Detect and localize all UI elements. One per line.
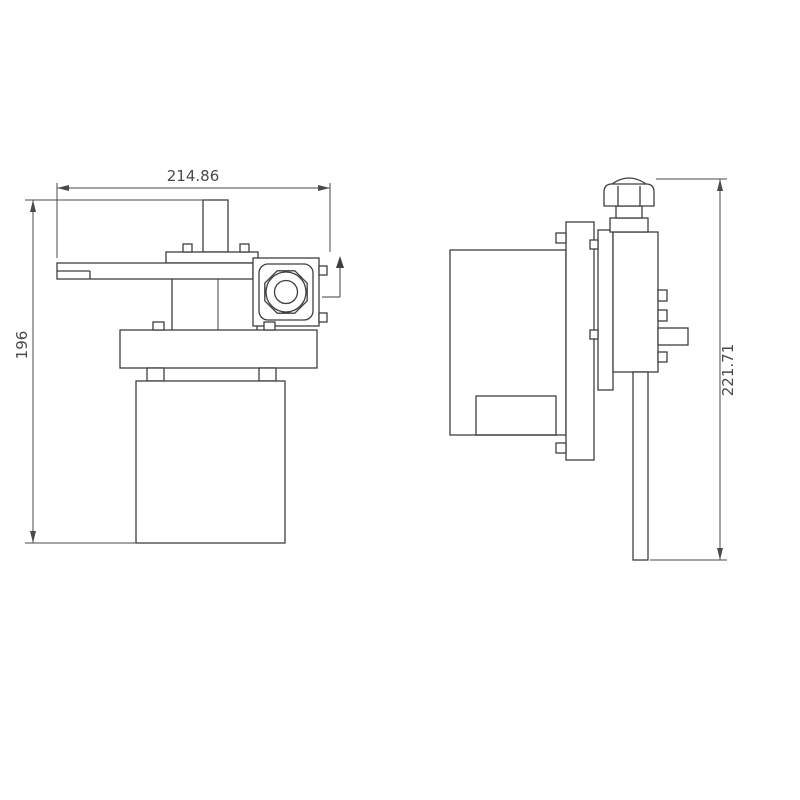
arrowhead-icon — [57, 185, 69, 191]
side-actuator-bar — [632, 371, 649, 561]
side-fitting-neck — [615, 205, 643, 219]
side-body-recess — [475, 395, 557, 436]
side-bracket-plate — [597, 229, 614, 391]
arrowhead-icon — [30, 531, 36, 543]
bolt-icon — [657, 309, 668, 322]
front-gearbox-face — [258, 263, 314, 321]
front-hub-bore-circle — [273, 279, 299, 305]
arrowhead-icon — [717, 548, 723, 560]
side-fitting-base — [609, 217, 649, 233]
bolt-icon — [239, 243, 250, 253]
dimension-width: 214.86 — [56, 167, 331, 258]
side-nut-cap — [611, 177, 647, 185]
front-mount-plate — [165, 251, 259, 264]
front-flange — [119, 329, 318, 369]
bolt-icon — [657, 289, 668, 302]
front-gearbox — [252, 257, 320, 327]
front-hub-nut — [264, 270, 308, 314]
dimension-height-front: 196 — [13, 199, 203, 544]
bolt-icon — [657, 351, 668, 363]
up-arrow-icon — [322, 256, 344, 298]
bolt-icon — [589, 239, 599, 250]
arrowhead-icon — [30, 200, 36, 212]
dimension-width-label: 214.86 — [167, 167, 220, 185]
dimension-height-front-label: 196 — [13, 331, 31, 360]
bolt-icon — [555, 442, 567, 454]
bolt-icon — [318, 312, 328, 323]
bolt-icon — [263, 321, 276, 331]
bolt-icon — [555, 232, 567, 244]
side-shaft — [657, 327, 689, 346]
dimension-height-side-label: 221.71 — [719, 344, 737, 397]
front-view — [56, 199, 344, 544]
side-hex-nut — [603, 183, 655, 207]
side-block — [612, 231, 659, 373]
bolt-icon — [152, 321, 165, 331]
dimension-height-side: 221.71 — [650, 178, 737, 561]
arrowhead-icon — [318, 185, 330, 191]
bolt-icon — [589, 329, 599, 340]
side-body — [449, 249, 567, 436]
side-flange — [565, 221, 595, 461]
front-foot-right — [258, 367, 277, 382]
front-foot-left — [146, 367, 165, 382]
side-view — [449, 177, 689, 561]
front-post — [202, 199, 229, 253]
front-housing — [135, 380, 286, 544]
front-hub-outer-circle — [265, 271, 307, 313]
bolt-icon — [182, 243, 193, 253]
bolt-icon — [318, 265, 328, 276]
arrowhead-icon — [717, 179, 723, 191]
